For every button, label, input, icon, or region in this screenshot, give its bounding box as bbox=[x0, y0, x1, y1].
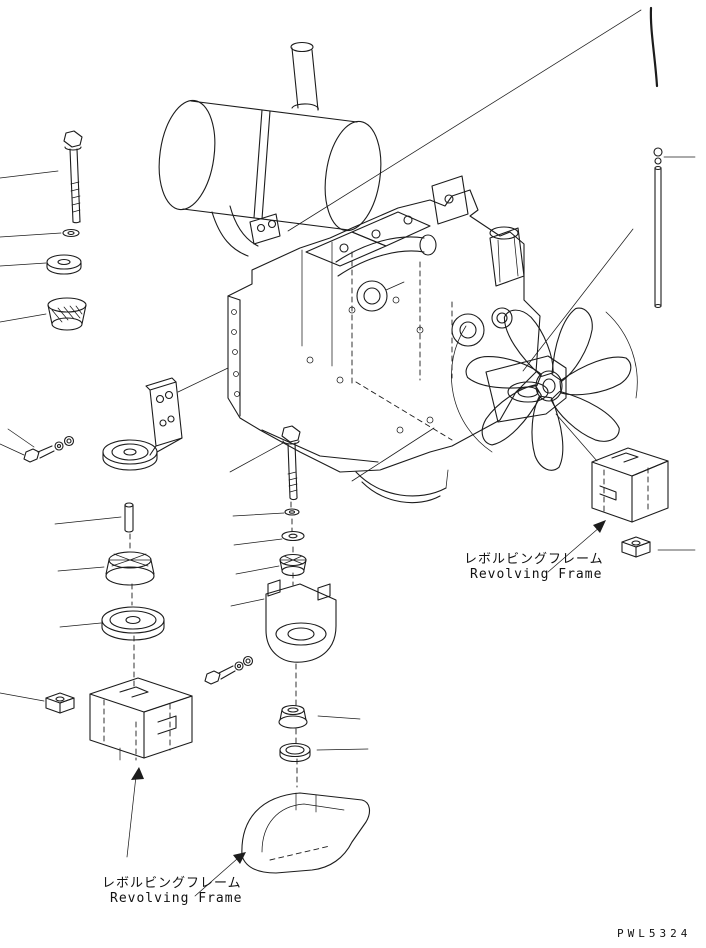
rubber-mount-left bbox=[105, 551, 155, 586]
washer-small-left bbox=[62, 228, 80, 238]
mount-bolt-center bbox=[281, 425, 301, 501]
rubber-mount-center bbox=[278, 704, 308, 729]
mount-bolt-left bbox=[63, 130, 83, 224]
exhaust-pipe bbox=[211, 41, 319, 257]
muffler-clamp bbox=[249, 213, 281, 245]
label-revolving-frame-bottom-en: Revolving Frame bbox=[110, 891, 243, 906]
frame-bracket-right bbox=[591, 447, 669, 523]
leader-lines bbox=[0, 9, 696, 751]
frame-bracket-bottom-left bbox=[89, 677, 193, 761]
mount-seat-left bbox=[101, 606, 165, 641]
callout-arrows bbox=[126, 520, 606, 897]
cooling-fan bbox=[451, 307, 638, 471]
mount-bracket-center bbox=[265, 579, 337, 663]
washer-ring-center bbox=[279, 742, 311, 763]
drawing-code-label: PWL5324 bbox=[617, 927, 692, 940]
label-revolving-frame-right-en: Revolving Frame bbox=[470, 567, 603, 582]
guard-bottom bbox=[241, 792, 371, 874]
rubber-cushion-center bbox=[279, 553, 307, 577]
front-mount-bracket-left bbox=[102, 377, 183, 471]
rubber-cushion-left bbox=[47, 297, 87, 331]
bolt-washer-set-center bbox=[204, 655, 254, 685]
muffler bbox=[158, 99, 382, 232]
bolt-washer-set-left bbox=[23, 435, 75, 463]
control-rod bbox=[649, 6, 663, 309]
label-revolving-frame-right-jp: レボルビングフレーム bbox=[464, 552, 604, 567]
washer-small-center bbox=[284, 508, 300, 516]
washer-plate-left bbox=[46, 254, 82, 275]
washer-plate-center bbox=[281, 530, 305, 542]
label-revolving-frame-bottom-jp: レボルビングフレーム bbox=[102, 876, 242, 891]
spacer-pin-left bbox=[124, 502, 134, 533]
clamp-bottom-left bbox=[45, 692, 75, 714]
clamp-right bbox=[621, 536, 651, 558]
center-axis-lines bbox=[129, 501, 298, 788]
engine-block bbox=[227, 175, 541, 504]
